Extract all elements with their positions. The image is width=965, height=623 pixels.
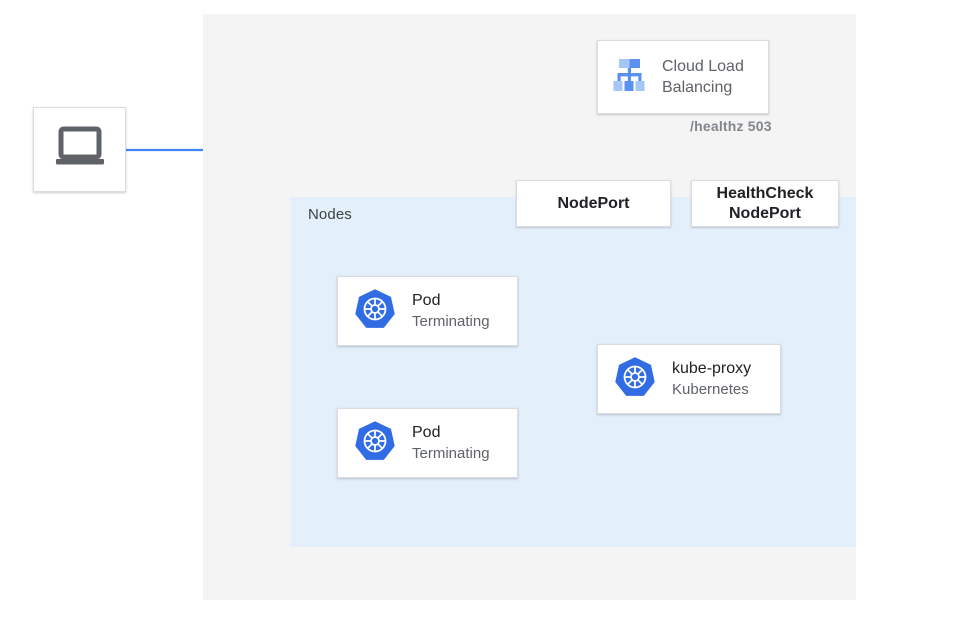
kube-proxy-subtitle: Kubernetes xyxy=(672,381,749,398)
cloud-load-balancing-node[interactable]: Cloud Load Balancing xyxy=(597,40,769,114)
cloud-load-balancing-label: Cloud Load Balancing xyxy=(662,58,744,96)
pod-title: Pod xyxy=(412,424,441,441)
pod-status: Terminating xyxy=(412,445,490,462)
kubernetes-icon xyxy=(354,420,396,467)
client-node[interactable] xyxy=(33,107,126,192)
nodes-panel-label: Nodes xyxy=(308,206,352,223)
pod-status: Terminating xyxy=(412,313,490,330)
kubernetes-icon xyxy=(614,356,656,403)
healthz-edge-label: /healthz 503 xyxy=(690,118,772,134)
healthcheck-nodeport-label: HealthCheck NodePort xyxy=(716,184,814,222)
pod-node-2[interactable]: Pod Terminating xyxy=(337,408,518,478)
nodeport-node[interactable]: NodePort xyxy=(516,180,671,227)
pod-text-group: Pod Terminating xyxy=(412,290,490,332)
healthcheck-nodeport-node[interactable]: HealthCheck NodePort xyxy=(691,180,839,227)
kubernetes-icon xyxy=(354,288,396,335)
cloud-load-balancing-icon xyxy=(608,54,650,101)
nodeport-label: NodePort xyxy=(557,194,630,212)
pod-text-group: Pod Terminating xyxy=(412,422,490,464)
pod-node-1[interactable]: Pod Terminating xyxy=(337,276,518,346)
kube-proxy-text-group: kube-proxy Kubernetes xyxy=(672,358,751,400)
kube-proxy-node[interactable]: kube-proxy Kubernetes xyxy=(597,344,781,414)
kube-proxy-title: kube-proxy xyxy=(672,360,752,377)
laptop-icon xyxy=(54,126,106,173)
pod-title: Pod xyxy=(412,292,441,309)
